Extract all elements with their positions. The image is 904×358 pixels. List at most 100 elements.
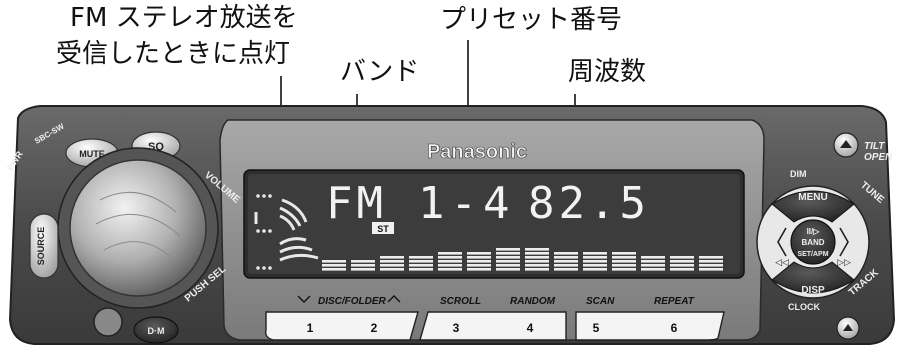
spectrum-segment [438, 256, 462, 259]
spectrum-segment [699, 264, 723, 267]
spectrum-segment [612, 260, 636, 263]
preset-3: 3 [453, 321, 460, 335]
spectrum-segment [670, 256, 694, 259]
spectrum-segment [641, 268, 665, 271]
random-label: RANDOM [510, 296, 556, 307]
spectrum-segment [525, 256, 549, 259]
spectrum-segment [583, 260, 607, 263]
preset-button-3-4[interactable] [419, 311, 567, 341]
preset-2: 2 [371, 321, 378, 335]
spectrum-segment [670, 268, 694, 271]
disc-folder-label: DISC/FOLDER [318, 296, 387, 307]
spectrum-segment [351, 268, 375, 271]
dm-button[interactable] [133, 316, 179, 344]
spectrum-segment [322, 260, 346, 263]
preset-4: 4 [527, 321, 534, 335]
play-band-button[interactable] [790, 219, 836, 265]
spectrum-segment [583, 256, 607, 259]
chevron-down-icon [297, 295, 311, 303]
spectrum-segment [351, 260, 375, 263]
knob-swirl [95, 191, 181, 259]
spectrum-segment [612, 252, 636, 255]
spectrum-segment [409, 264, 433, 267]
spectrum-segment [467, 260, 491, 263]
spectrum-segment [525, 264, 549, 267]
callout-fm-stereo-line2: 受信したときに点灯 [56, 39, 291, 69]
lcd-spectrum-analyzer [322, 248, 723, 271]
lcd-band: FM [326, 178, 387, 229]
spectrum-segment [496, 252, 520, 255]
spectrum-segment [380, 268, 404, 271]
spectrum-segment [670, 264, 694, 267]
menu-button[interactable] [771, 190, 855, 223]
spectrum-segment [583, 252, 607, 255]
disp-button[interactable] [771, 261, 855, 294]
spectrum-segment [554, 268, 578, 271]
spectrum-segment [641, 260, 665, 263]
spectrum-segment [467, 252, 491, 255]
brand-logo: Panasonic [427, 141, 527, 163]
spectrum-segment [467, 264, 491, 267]
open-label: OPEN [864, 152, 893, 163]
spectrum-segment [496, 264, 520, 267]
preset-1: 1 [307, 321, 314, 335]
spectrum-segment [380, 264, 404, 267]
eject-icon [840, 140, 852, 148]
dm-label: D·M [148, 326, 165, 336]
preset-button-5-6[interactable] [575, 311, 725, 341]
seek-right-icon[interactable] [839, 227, 849, 257]
dim-label: DIM [790, 169, 807, 179]
spectrum-segment [583, 264, 607, 267]
spectrum-segment [612, 264, 636, 267]
spectrum-segment [322, 268, 346, 271]
spectrum-segment [554, 260, 578, 263]
band-label: BAND [801, 238, 824, 247]
volume-knob[interactable] [69, 159, 207, 297]
spectrum-segment [554, 264, 578, 267]
spectrum-segment [525, 268, 549, 271]
lcd-inner [248, 174, 740, 274]
source-button[interactable] [29, 213, 59, 279]
stereo-indicator: ST [377, 224, 389, 234]
spectrum-segment [525, 252, 549, 255]
spectrum-segment [409, 268, 433, 271]
lcd-preset: 1-4 [418, 178, 515, 229]
spectrum-segment [438, 252, 462, 255]
spectrum-segment [496, 248, 520, 251]
mute-label: MUTE [79, 149, 105, 159]
callout-fm-stereo-line1: FM ステレオ放送を [70, 3, 298, 33]
lcd-indicator-dots [256, 194, 272, 270]
preset-button-1-2[interactable] [264, 311, 419, 341]
fast-forward-icon: ▷▷ [837, 257, 851, 267]
spectrum-segment [322, 264, 346, 267]
spectrum-segment [438, 264, 462, 267]
spectrum-segment [699, 260, 723, 263]
callout-band: バンド [340, 57, 420, 87]
clock-label: CLOCK [788, 302, 820, 312]
spectrum-segment [554, 252, 578, 255]
preset-5: 5 [593, 321, 600, 335]
spectrum-segment [467, 268, 491, 271]
menu-label: MENU [798, 192, 827, 203]
spectrum-segment [496, 256, 520, 259]
callout-frequency: 周波数 [568, 57, 647, 87]
spectrum-segment [380, 260, 404, 263]
spectrum-segment [496, 260, 520, 263]
rewind-icon: ◁◁ [775, 257, 789, 267]
lcd-frequency: 82.5 [528, 178, 650, 229]
spectrum-segment [467, 256, 491, 259]
play-pause-label: II/▷ [807, 227, 821, 236]
callout-preset-number: プリセット番号 [440, 5, 623, 35]
lcd-fan-graphic [254, 198, 319, 262]
spectrum-segment [409, 260, 433, 263]
eject-bottom-icon [843, 324, 853, 331]
scroll-label: SCROLL [440, 296, 481, 307]
seek-left-icon[interactable] [777, 227, 787, 257]
preset-6: 6 [671, 321, 678, 335]
spectrum-segment [612, 256, 636, 259]
spectrum-segment [554, 256, 578, 259]
spectrum-segment [612, 268, 636, 271]
spectrum-segment [438, 268, 462, 271]
spectrum-segment [351, 264, 375, 267]
spectrum-segment [699, 256, 723, 259]
